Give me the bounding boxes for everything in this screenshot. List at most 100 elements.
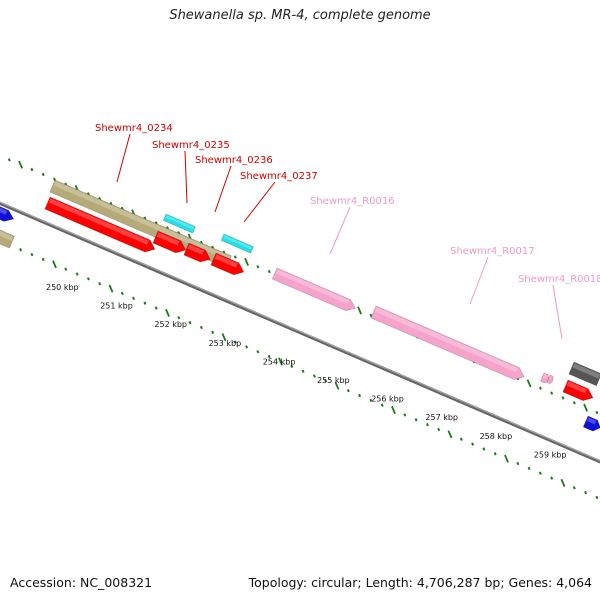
grey-feature-right [568, 361, 600, 387]
inner-tick [41, 257, 45, 262]
leader-line [116, 133, 131, 183]
leader-line [329, 206, 351, 255]
inner-tick [391, 406, 396, 415]
inner-tick [425, 422, 429, 427]
inner-tick [447, 430, 453, 439]
cds-arrow-0237 [210, 252, 245, 276]
inner-tick [560, 478, 566, 487]
cds-arrow-0237-shape [210, 252, 245, 276]
outer-tick [7, 158, 11, 162]
cds-arrow-0234 [44, 196, 156, 253]
map-title: Shewanella sp. MR-4, complete genome [169, 8, 431, 23]
gene-labels: Shewmr4_0234Shewmr4_0235Shewmr4_0236Shew… [95, 123, 600, 285]
cds-arrow-0235-shape [152, 230, 187, 254]
inner-tick [482, 447, 486, 451]
outer-tick [572, 401, 576, 405]
outer-tick [18, 160, 24, 169]
cds-arrow-0234-shape [44, 196, 156, 253]
scale-label: 251 kbp [100, 302, 133, 311]
scale-label: 258 kbp [480, 432, 513, 441]
outer-tick [550, 391, 554, 395]
cds-arrow-0236 [183, 242, 211, 263]
scale-label: 255 kbp [317, 376, 350, 385]
blue-feature-left-shine [0, 205, 8, 215]
gene-label: Shewmr4_0234 [95, 123, 173, 134]
inner-tick [380, 403, 384, 407]
inner-tick [267, 354, 271, 359]
blue-feature-right-shine [586, 417, 597, 425]
inner-tick [245, 345, 249, 349]
rna-arrow-r0017-shape [370, 305, 525, 380]
scale-label: 254 kbp [263, 357, 296, 366]
gene-label: Shewmr4_0236 [195, 155, 273, 166]
inner-tick [98, 282, 102, 286]
outer-tick [233, 255, 237, 259]
gene-cyan-1-shape [162, 213, 196, 234]
feature-track [0, 179, 600, 432]
outer-tick [41, 172, 45, 177]
rna-arrow-r0018a-shine [543, 374, 547, 379]
backbone-line [0, 201, 600, 464]
inner-tick [221, 333, 227, 342]
gene-label: Shewmr4_R0018 [518, 274, 600, 285]
inner-tick [19, 248, 23, 252]
cds-arrow-0236-shape [183, 242, 211, 263]
gene-track-bar-left-shine [0, 230, 14, 241]
gene-label: Shewmr4_0237 [240, 171, 318, 182]
inner-tick [324, 379, 328, 383]
rna-arrow-r0018b [546, 374, 554, 384]
leader-line [184, 150, 188, 204]
inner-tick [346, 388, 350, 393]
scale-label: 259 kbp [534, 450, 567, 459]
gene-cyan-2-shape [220, 233, 254, 254]
inner-tick [572, 486, 576, 490]
rna-arrow-r0017 [370, 305, 525, 380]
cds-arrow-0237-shine [214, 254, 238, 268]
outer-tick [538, 386, 542, 390]
rna-arrow-r0018b-shape [546, 374, 554, 384]
rna-arrow-r0018b-shine [549, 376, 552, 380]
backbone-highlight [0, 201, 600, 462]
cds-arrow-0234-shine [48, 198, 149, 245]
inner-tick [143, 301, 147, 305]
blue-feature-left [0, 203, 15, 222]
inner-tick [199, 325, 203, 330]
inner-tick [120, 291, 124, 296]
blue-feature-right [582, 415, 600, 432]
outer-tick [267, 269, 271, 274]
gene-label: Shewmr4_R0017 [450, 246, 535, 257]
inner-tick [108, 284, 114, 293]
outer-tick [526, 379, 532, 388]
inner-tick [64, 267, 68, 271]
gene-cyan-1-shine [165, 215, 195, 230]
outer-tick [53, 177, 56, 181]
inner-tick [301, 369, 305, 373]
inner-tick [414, 418, 418, 422]
rna-arrow-r0017-shine [374, 307, 518, 373]
grey-feature-right-shape [568, 361, 600, 387]
blue-feature-left-shape [0, 203, 15, 222]
outer-tick [357, 306, 363, 315]
inner-tick [584, 490, 588, 495]
inner-tick [369, 398, 373, 403]
outer-tick [369, 313, 373, 318]
rna-arrow-r0016 [271, 267, 356, 311]
outer-tick [583, 403, 589, 412]
cds-arrow-0236-shine [187, 244, 205, 255]
grey-feature-right-shine [572, 363, 600, 379]
inner-tick [278, 357, 283, 366]
gene-cyan-2-shine [223, 235, 253, 250]
inner-tick [30, 252, 34, 257]
gene-cyan-2 [220, 233, 254, 254]
inner-tick [459, 437, 463, 441]
inner-tick [290, 364, 294, 369]
inner-tick [437, 427, 441, 432]
inner-tick [132, 296, 136, 300]
outer-tick [561, 396, 565, 400]
rna-arrow-r0016-shine [275, 269, 350, 304]
rna-arrow-r0018a [540, 372, 549, 384]
label-leaders [116, 133, 563, 340]
blue-feature-right-shape [582, 415, 600, 432]
